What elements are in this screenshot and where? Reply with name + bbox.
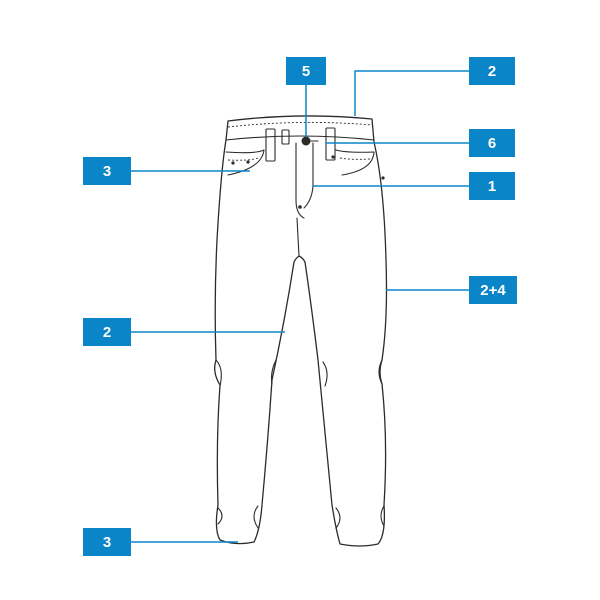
hem-bunch-left — [217, 505, 259, 529]
waistband-edge — [225, 135, 375, 141]
waist-button — [301, 136, 311, 146]
hem-bunch-right — [335, 505, 385, 529]
knee-crease-left-inner — [270, 359, 277, 385]
callout-badge-button: 5 — [286, 57, 326, 85]
callout-badge-fly: 1 — [469, 172, 515, 200]
front-pocket-left-stitch — [227, 157, 259, 161]
callout-badge-outer-leg: 2+4 — [469, 276, 517, 304]
callout-badge-hem: 3 — [83, 528, 131, 556]
front-pocket-right — [335, 149, 375, 176]
callout-badge-front-pocket: 3 — [83, 157, 131, 185]
callout-label: 3 — [103, 534, 111, 551]
callout-badge-back-pocket: 6 — [469, 129, 515, 157]
callout-label: 2 — [488, 63, 496, 80]
jeans-outline — [214, 115, 388, 547]
callout-label: 2+4 — [480, 282, 506, 299]
leader-waistband — [354, 70, 469, 116]
waistband-stitch — [227, 121, 373, 128]
callout-label: 6 — [488, 135, 496, 152]
fly-rivet — [298, 205, 302, 209]
crotch-seam — [296, 217, 300, 257]
pocket-rivet-left — [231, 161, 235, 165]
callout-label: 5 — [302, 63, 310, 80]
belt-loop-right — [325, 127, 336, 161]
jeans-illustration — [214, 115, 388, 547]
knee-crease-left — [215, 359, 222, 387]
knee-crease-right — [378, 359, 383, 385]
knee-crease-right-inner — [322, 361, 328, 387]
front-pocket-right-stitch — [339, 157, 371, 160]
coin-rivet-left — [246, 160, 250, 164]
callout-label: 2 — [103, 324, 111, 341]
callout-label: 3 — [103, 163, 111, 180]
leader-lines — [131, 70, 469, 543]
callout-label: 1 — [488, 178, 496, 195]
pocket-rivet-right — [381, 176, 385, 180]
coin-rivet-right — [331, 155, 335, 159]
fly-seam — [295, 142, 305, 219]
belt-loop-left — [265, 128, 276, 162]
fly-stitch — [303, 142, 314, 209]
front-pocket-left — [225, 149, 265, 176]
callout-badge-waistband: 2 — [469, 57, 515, 85]
callout-badge-inner-leg: 2 — [83, 318, 131, 346]
belt-loop-center-left — [281, 129, 290, 145]
